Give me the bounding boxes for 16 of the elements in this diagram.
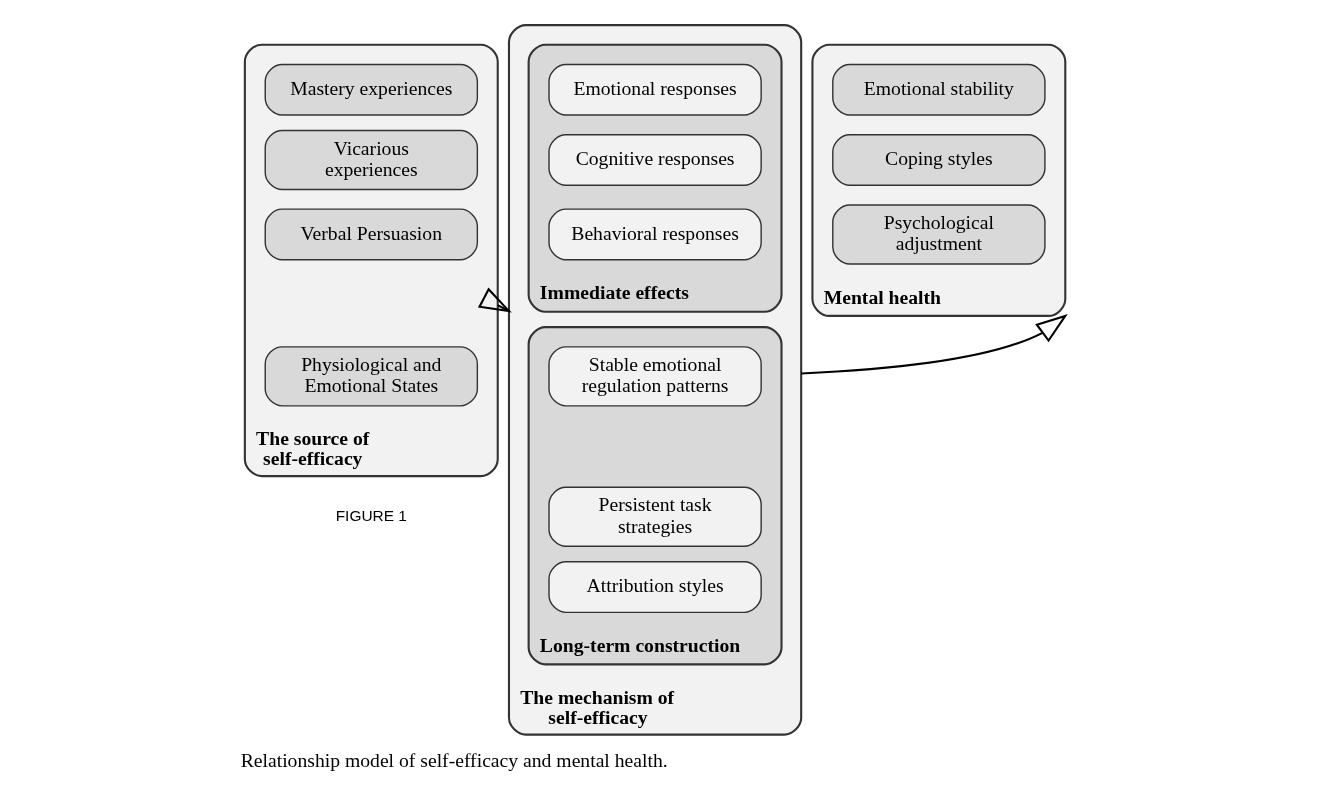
node-box: Stable emotional regulation patterns xyxy=(548,346,762,407)
node-box: Physiological and Emotional States xyxy=(264,346,479,407)
node-box: Coping styles xyxy=(832,134,1046,186)
node-box: Emotional responses xyxy=(548,63,762,116)
node-box: Mastery experiences xyxy=(264,63,479,116)
node-box: Vicarious experiences xyxy=(264,129,479,191)
node-box: Persistent task strategies xyxy=(548,486,762,548)
node-box: Psychological adjustment xyxy=(832,204,1046,265)
node-box: Attribution styles xyxy=(548,561,762,614)
arrow xyxy=(801,314,1068,375)
node-box: Behavioral responses xyxy=(548,208,762,261)
caption: Relationship model of self-efficacy and mental health. xyxy=(240,749,668,772)
node-box: Cognitive responses xyxy=(548,134,762,186)
node-box: Emotional stability xyxy=(832,63,1046,116)
node-box: Verbal Persuasion xyxy=(264,208,479,261)
label: FIGURE 1 xyxy=(335,506,407,524)
